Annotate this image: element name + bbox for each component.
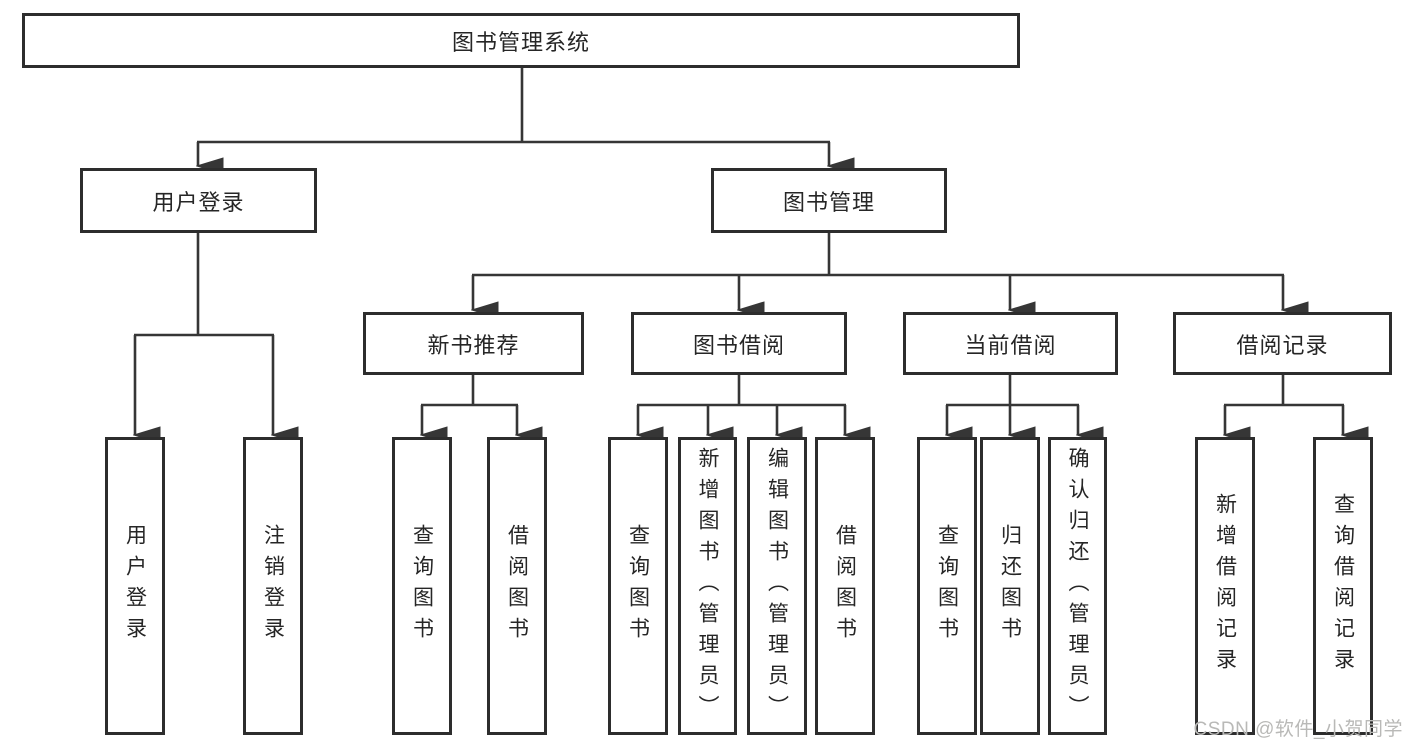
watermark: CSDN @软件_小贺同学 <box>1193 719 1403 740</box>
node-root: 图书管理系统 <box>22 13 1020 68</box>
leaf-add-borrow-record: 新增借阅记录 <box>1195 437 1255 735</box>
leaf-query-borrow-record-label: 查询借阅记录 <box>1331 493 1355 679</box>
node-book-borrowing: 图书借阅 <box>631 312 847 375</box>
node-root-label: 图书管理系统 <box>451 29 590 55</box>
leaf-query-books-1: 查询图书 <box>392 437 452 735</box>
node-borrowing-records-label: 借阅记录 <box>1236 332 1329 358</box>
leaf-query-books-1-label: 查询图书 <box>410 524 434 648</box>
leaf-user-login: 用户登录 <box>105 437 165 735</box>
leaf-add-book-admin-label: 新增图书（管理员） <box>696 446 719 726</box>
node-book-borrowing-label: 图书借阅 <box>692 332 785 358</box>
leaf-logout: 注销登录 <box>243 437 303 735</box>
node-new-book-recommend-label: 新书推荐 <box>427 332 520 358</box>
leaf-query-books-2: 查询图书 <box>608 437 668 735</box>
leaf-borrow-books-2-label: 借阅图书 <box>833 524 857 648</box>
leaf-add-book-admin: 新增图书（管理员） <box>678 437 737 735</box>
node-current-borrowing-label: 当前借阅 <box>964 332 1057 358</box>
leaf-return-book-label: 归还图书 <box>998 524 1022 648</box>
node-book-management-label: 图书管理 <box>782 189 875 215</box>
node-user-login-label: 用户登录 <box>152 189 245 215</box>
leaf-confirm-return-admin: 确认归还（管理员） <box>1048 437 1107 735</box>
leaf-query-borrow-record: 查询借阅记录 <box>1313 437 1373 735</box>
leaf-add-borrow-record-label: 新增借阅记录 <box>1213 493 1237 679</box>
leaf-confirm-return-admin-label: 确认归还（管理员） <box>1066 446 1089 726</box>
leaf-query-books-2-label: 查询图书 <box>626 524 650 648</box>
leaf-edit-book-admin-label: 编辑图书（管理员） <box>765 446 789 726</box>
leaf-edit-book-admin: 编辑图书（管理员） <box>747 437 807 735</box>
node-current-borrowing: 当前借阅 <box>903 312 1118 375</box>
leaf-borrow-books-1: 借阅图书 <box>487 437 547 735</box>
leaf-borrow-books-2: 借阅图书 <box>815 437 875 735</box>
node-borrowing-records: 借阅记录 <box>1173 312 1392 375</box>
leaf-query-books-3: 查询图书 <box>917 437 977 735</box>
leaf-query-books-3-label: 查询图书 <box>935 524 959 648</box>
leaf-user-login-label: 用户登录 <box>123 524 147 648</box>
node-book-management: 图书管理 <box>711 168 947 233</box>
leaf-return-book: 归还图书 <box>980 437 1040 735</box>
leaf-logout-label: 注销登录 <box>261 524 285 648</box>
node-new-book-recommend: 新书推荐 <box>363 312 584 375</box>
node-user-login: 用户登录 <box>80 168 317 233</box>
leaf-borrow-books-1-label: 借阅图书 <box>505 524 529 648</box>
